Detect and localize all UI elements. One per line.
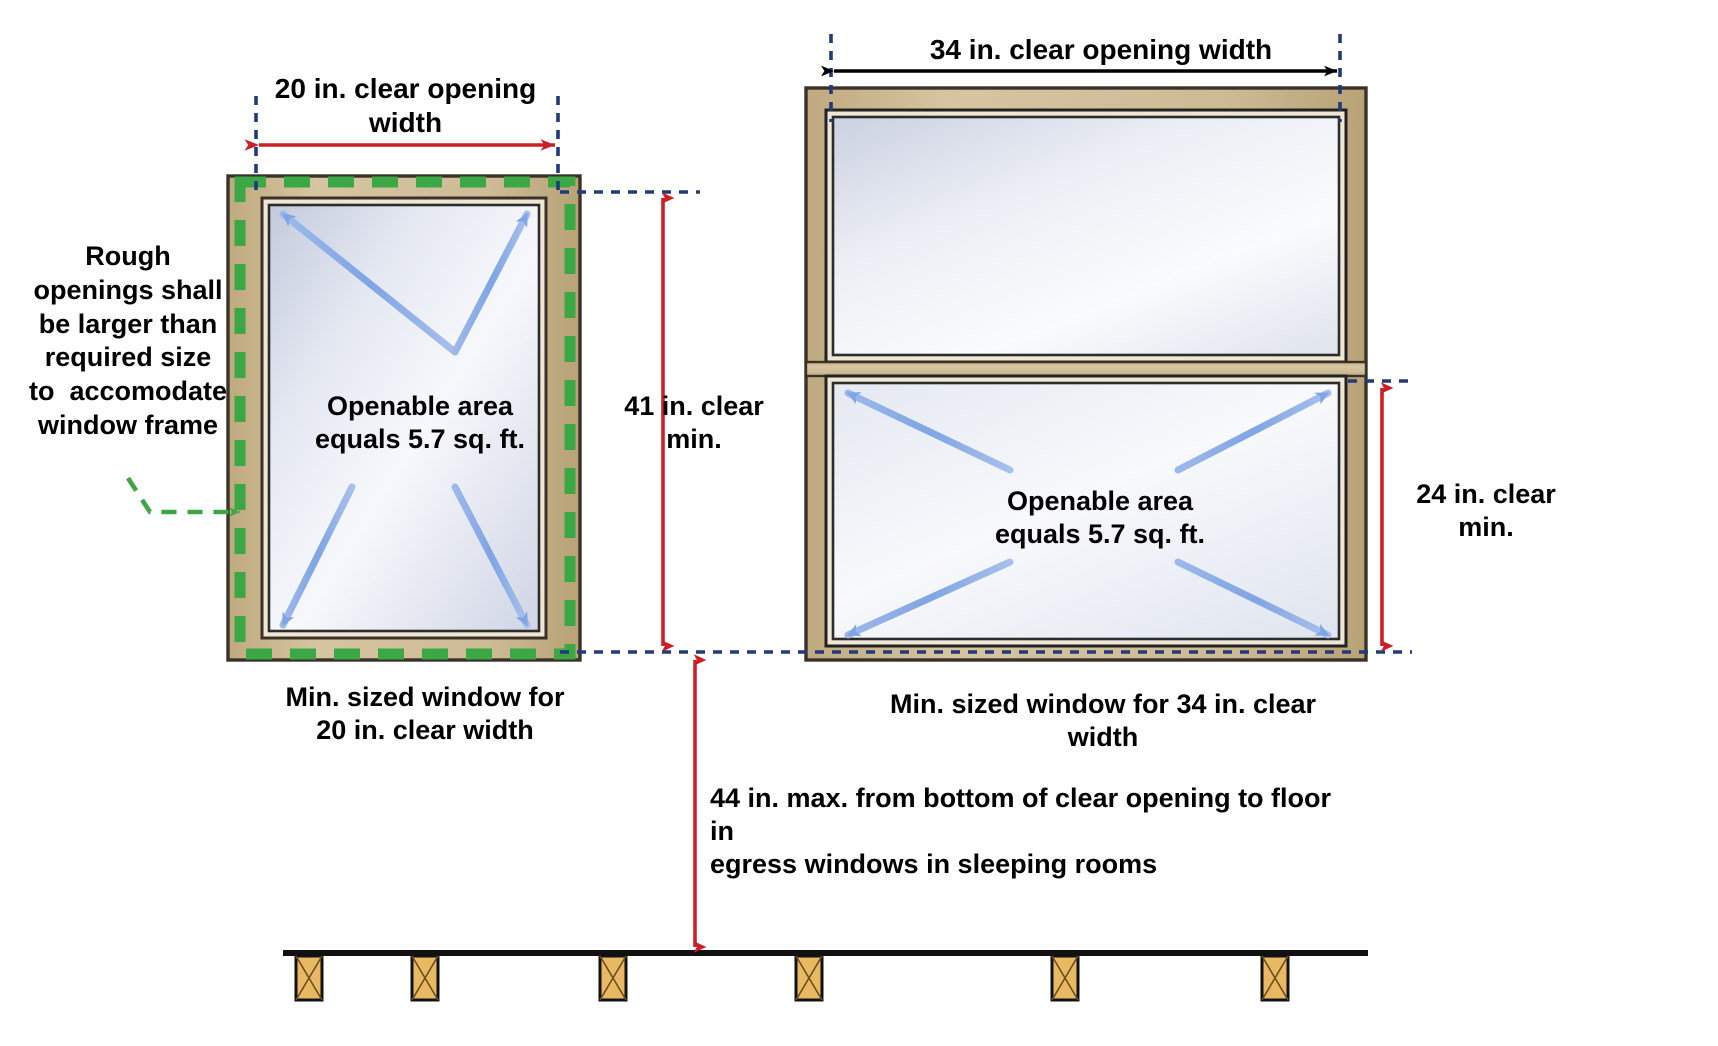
left-width-dimension-label: 20 in. clear opening width: [274, 73, 537, 139]
rough-opening-leader: [126, 476, 240, 517]
joist: [598, 954, 628, 1002]
joist: [794, 954, 824, 1002]
sill-height-note: 44 in. max. from bottom of clear opening…: [710, 783, 1332, 879]
left-openable-area-label: Openable area equals 5.7 sq. ft.: [314, 391, 526, 454]
floor-joists: [294, 954, 1290, 1002]
joist: [410, 954, 440, 1002]
left-window: [226, 174, 582, 662]
joist: [1050, 954, 1080, 1002]
right-openable-area-label: Openable area equals 5.7 sq. ft.: [994, 486, 1206, 549]
right-window-caption: Min. sized window for 34 in. clear width: [889, 689, 1324, 752]
right-upper-glass: [831, 115, 1341, 357]
joist: [1260, 954, 1290, 1002]
joist: [294, 954, 324, 1002]
right-height-dimension-label: 24 in. clear min.: [1416, 479, 1556, 542]
floor-assembly: [283, 950, 1368, 1002]
left-openable-arrows: [279, 210, 531, 629]
right-width-dimension-label: 34 in. clear opening width: [929, 34, 1273, 65]
right-window: [804, 86, 1368, 662]
right-openable-arrows: [844, 389, 1332, 639]
left-window-caption: Min. sized window for 20 in. clear width: [285, 682, 565, 745]
left-height-dimension-label: 41 in. clear min.: [624, 391, 764, 454]
rough-opening-outline: [234, 176, 576, 660]
rough-opening-note: Rough openings shall be larger than requ…: [28, 241, 228, 440]
